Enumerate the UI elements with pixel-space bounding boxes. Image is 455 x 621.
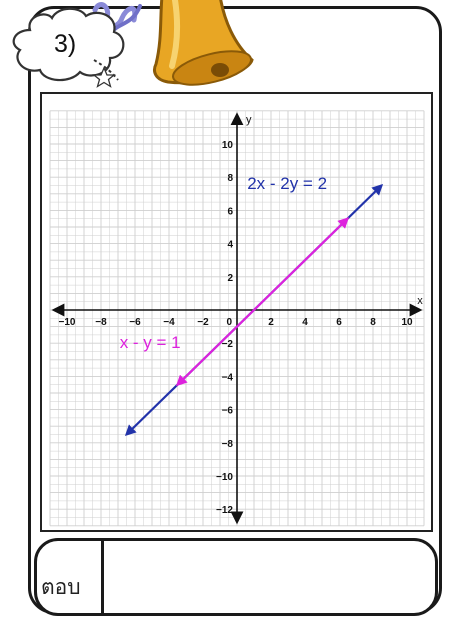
header-decoration: 3) [12,0,254,88]
y-tick-label: 8 [227,173,233,184]
x-tick-label: −10 [59,317,76,328]
cloud-icon [12,7,125,82]
bell-icon [153,0,254,86]
series-label: x - y = 1 [120,333,181,352]
answer-box: ตอบ [34,538,438,616]
y-tick-label: −6 [222,406,234,417]
answer-label: ตอบ [41,576,81,599]
x-tick-label: 2 [268,317,274,328]
y-tick-label: −10 [216,472,233,483]
x-tick-label: 6 [336,317,342,328]
series-line [175,217,350,387]
x-axis-label: x [417,295,423,307]
x-tick-label: −8 [95,317,107,328]
y-tick-label: 10 [222,140,234,151]
x-tick-label: 10 [401,317,413,328]
x-tick-label: 4 [302,317,308,328]
y-tick-label: −8 [222,439,234,450]
series-label: 2x - 2y = 2 [247,174,327,193]
x-tick-label: −4 [163,317,175,328]
star-icon [92,66,116,88]
answer-divider [101,541,104,613]
x-tick-label: 8 [370,317,376,328]
y-tick-label: 6 [227,206,233,217]
y-tick-label: 4 [227,240,233,251]
x-tick-label: −2 [197,317,209,328]
problem-number: 3) [54,30,76,58]
y-axis-label: y [246,114,252,126]
y-tick-label: −12 [216,505,233,516]
origin-label: 0 [226,317,232,328]
y-tick-label: −4 [222,372,234,383]
x-tick-label: −6 [129,317,141,328]
y-tick-label: 2 [227,273,233,284]
